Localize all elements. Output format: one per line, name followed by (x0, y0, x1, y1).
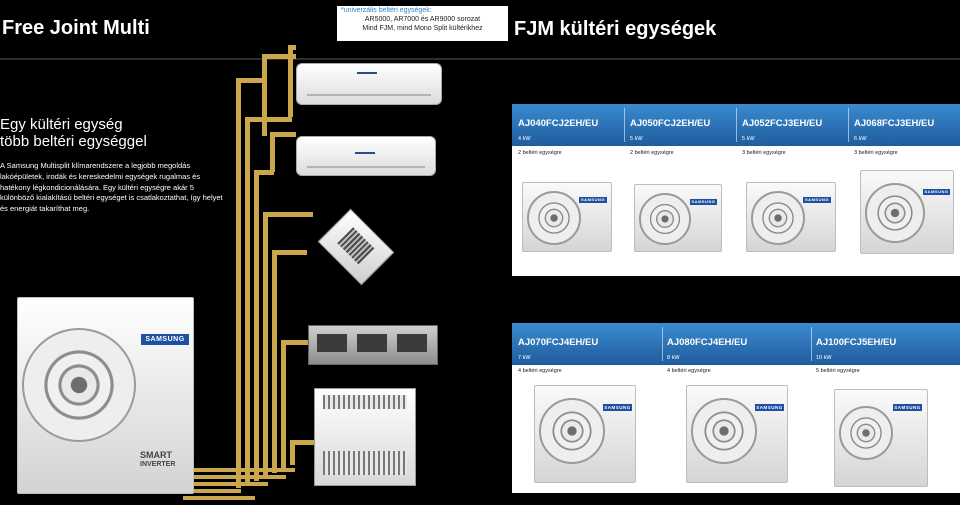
samsung-logo: SAMSUNG (803, 197, 831, 203)
page-title-left: Free Joint Multi (2, 17, 150, 39)
samsung-logo: SAMSUNG (923, 189, 950, 195)
capacity: 5 kW (630, 136, 643, 142)
samsung-logo-icon (355, 152, 375, 154)
indoor-count: 4 beltéri egységre (667, 368, 711, 374)
indoor-count: 5 beltéri egységre (816, 368, 860, 374)
fan-grille-icon (751, 191, 805, 245)
intro-description: A Samsung Multisplit klímarendszere a le… (0, 161, 223, 214)
samsung-logo-icon (357, 72, 377, 74)
outdoor-unit-image: SAMSUNG (860, 170, 954, 254)
outdoor-unit-image: SAMSUNG (686, 385, 788, 483)
capacity: 7 kW (518, 355, 531, 361)
capacity: 8 kW (667, 355, 680, 361)
samsung-logo: SAMSUNG (755, 404, 784, 411)
capacity: 6 kW (854, 136, 867, 142)
fan-grille-icon (639, 193, 691, 245)
wall-mounted-unit-1 (296, 63, 442, 105)
indoor-count: 2 beltéri egységre (518, 150, 562, 156)
indoor-count: 3 beltéri egységre (854, 150, 898, 156)
model-name: AJ050FCJ2EH/EU (630, 118, 711, 129)
model-name: AJ068FCJ3EH/EU (854, 118, 935, 129)
duct-opening (357, 334, 387, 352)
vent-line (307, 94, 431, 96)
note-title: *univerzális beltéri egységek: (341, 7, 432, 14)
cassette-panel (317, 208, 395, 286)
capacity: 4 kW (518, 136, 531, 142)
fan-grille-icon (527, 191, 581, 245)
outdoor-unit-image: SAMSUNG (634, 184, 722, 252)
samsung-logo: SAMSUNG (579, 197, 607, 203)
fan-grille-icon (691, 398, 757, 464)
samsung-logo: SAMSUNG (603, 404, 632, 411)
fan-grille-icon (865, 183, 925, 243)
console-grille-bottom (323, 451, 407, 475)
samsung-logo: SAMSUNG (893, 404, 922, 411)
indoor-count: 3 beltéri egységre (742, 150, 786, 156)
wall-mounted-unit-2 (296, 136, 436, 176)
console-grille-top (323, 395, 407, 409)
outdoor-unit-image: SAMSUNG (834, 389, 928, 487)
capacity: 5 kW (742, 136, 755, 142)
duct-opening (317, 334, 347, 352)
model-name: AJ100FCJ5EH/EU (816, 337, 897, 348)
smart-label: SMART (140, 450, 172, 460)
model-name: AJ080FCJ4EH/EU (667, 337, 748, 348)
inverter-label: INVERTER (140, 461, 176, 468)
cassette-unit (315, 208, 395, 290)
outdoor-unit-image: SAMSUNG (522, 182, 612, 252)
intro-subtitle: Egy kültéri egység több beltéri egységge… (0, 116, 147, 150)
samsung-logo: SAMSUNG (690, 199, 717, 205)
indoor-count: 2 beltéri egységre (630, 150, 674, 156)
duct-opening (397, 334, 427, 352)
note-line-1: AR5000, AR7000 és AR9000 sorozat (364, 16, 481, 23)
note-line-2: Mind FJM, mind Mono Split kültérikhez (362, 25, 483, 32)
intro-subtitle-line-2: több beltéri egységgel (0, 133, 147, 150)
spec-panel-top: AJ040FCJ2EH/EU 4 kW 2 beltéri egységre A… (512, 104, 960, 276)
fan-grille-icon (839, 406, 893, 460)
large-outdoor-unit: SAMSUNG SMART INVERTER (17, 297, 194, 494)
fan-grille-icon (539, 398, 605, 464)
ducted-unit (308, 325, 438, 365)
model-name: AJ070FCJ4EH/EU (518, 337, 599, 348)
model-name: AJ040FCJ2EH/EU (518, 118, 599, 129)
cassette-grille (337, 227, 375, 265)
capacity: 10 kW (816, 355, 832, 361)
spec-panel-bottom-header (512, 323, 960, 365)
page-title-right: FJM kültéri egységek (514, 18, 717, 40)
floor-console-unit (314, 388, 416, 486)
vent-line (307, 166, 425, 168)
fan-grille-icon (22, 328, 136, 442)
intro-subtitle-line-1: Egy kültéri egység (0, 116, 123, 133)
outdoor-unit-image: SAMSUNG (746, 182, 836, 252)
outdoor-unit-image: SAMSUNG (534, 385, 636, 483)
universal-indoor-note: *univerzális beltéri egységek: AR5000, A… (337, 6, 508, 41)
model-name: AJ052FCJ3EH/EU (742, 118, 823, 129)
header-divider (0, 58, 960, 60)
samsung-logo: SAMSUNG (141, 334, 189, 345)
spec-panel-bottom: AJ070FCJ4EH/EU 7 kW 4 beltéri egységre A… (512, 323, 960, 493)
indoor-count: 4 beltéri egységre (518, 368, 562, 374)
